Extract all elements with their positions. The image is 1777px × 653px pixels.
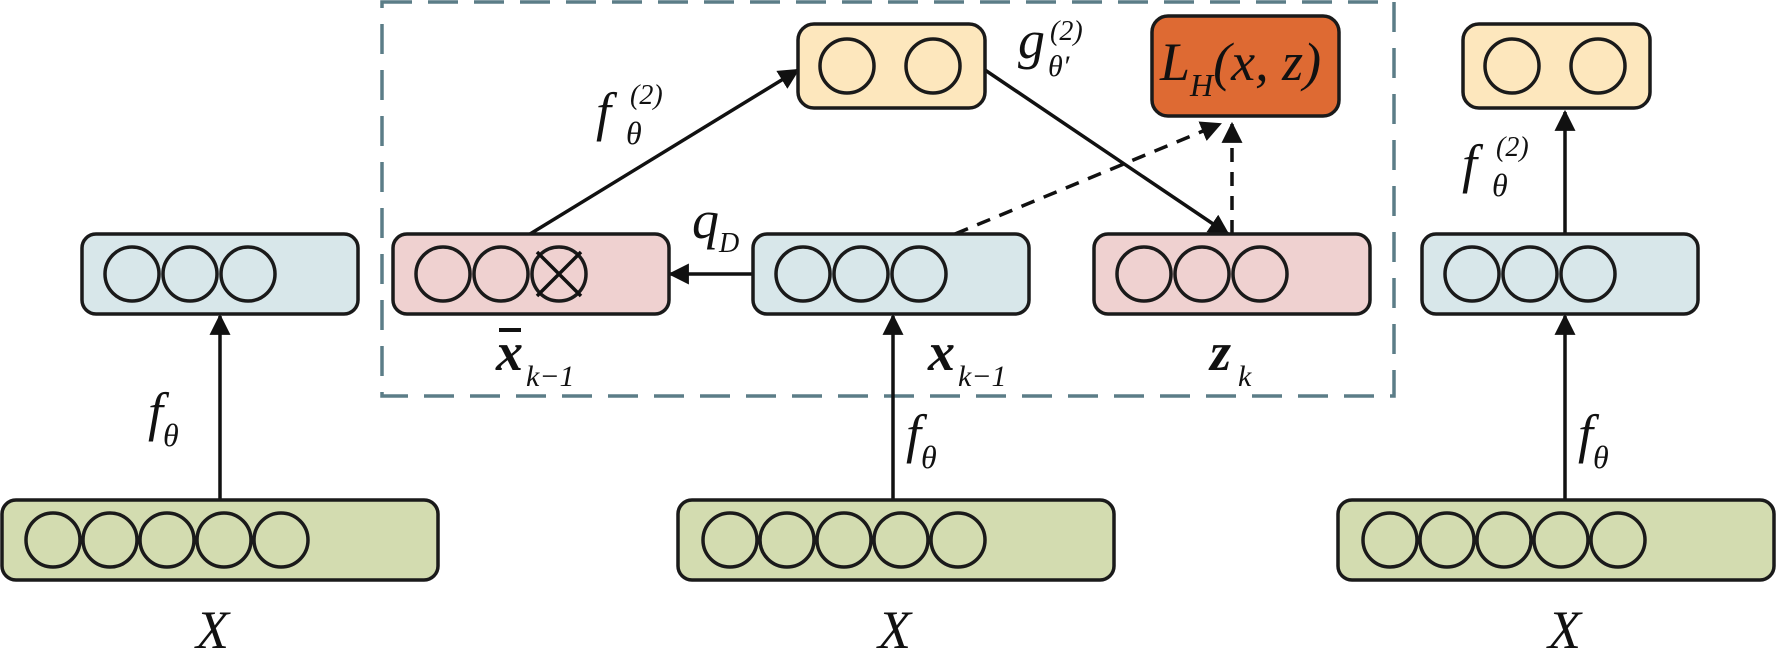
unit-node [252, 511, 310, 569]
code-layer [796, 22, 987, 110]
encoder-label-right: fθ [1578, 404, 1609, 475]
unit-node [701, 511, 759, 569]
left-input-layer [0, 498, 440, 582]
encoder-label-mid: fθ [906, 404, 937, 475]
svg-text:x: x [927, 322, 955, 382]
second-encoder-sup: (2) [630, 80, 663, 111]
decoder-sup: (2) [1050, 16, 1083, 47]
loss-label: LH(x, z) [1159, 32, 1321, 103]
unit-node [1569, 37, 1627, 95]
unit-node [103, 245, 161, 303]
edge-code-to-reconstruction [984, 68, 1230, 236]
left-hidden-layer [80, 232, 360, 316]
right-code-layer [1461, 22, 1652, 110]
reconstruction-label: z k [1208, 322, 1252, 393]
unit-node [904, 37, 962, 95]
unit-node [414, 245, 472, 303]
crossed-circle-icon [530, 245, 588, 303]
right-input-layer [1336, 498, 1776, 582]
unit-node [815, 511, 873, 569]
right-hidden-layer [1420, 232, 1700, 316]
unit-node [818, 37, 876, 95]
unit-node [890, 245, 948, 303]
unit-node [929, 511, 987, 569]
unit-node [1559, 245, 1617, 303]
unit-node [1361, 511, 1419, 569]
second-encoder-sub: θ [626, 115, 642, 151]
training-module-frame [380, 0, 1396, 398]
input-label: x k−1 [927, 322, 1007, 393]
unit-node [161, 245, 219, 303]
unit-node [1443, 245, 1501, 303]
middle-input-layer [676, 498, 1116, 582]
corrupted-input-layer [391, 232, 671, 316]
encoder-label-left: fθ [148, 382, 179, 453]
unit-node [472, 245, 530, 303]
unit-node [1173, 245, 1231, 303]
corrupted-input-label: x k−1 [495, 322, 575, 393]
corruption-label: qD [692, 190, 739, 259]
svg-text:k−1: k−1 [958, 360, 1007, 393]
reconstruction-layer [1092, 232, 1372, 316]
input-label-mid: X [876, 600, 913, 653]
unit-node [758, 511, 816, 569]
input-label-left: X [194, 600, 231, 653]
unit-node [219, 245, 277, 303]
second-encoder-label: f [596, 82, 618, 142]
unit-node [1418, 511, 1476, 569]
right-second-encoder-label: f [1462, 134, 1484, 194]
right-second-encoder-sup: (2) [1496, 132, 1529, 163]
svg-text:x: x [495, 322, 523, 382]
input-label-right: X [1546, 600, 1583, 653]
svg-text:k−1: k−1 [526, 360, 575, 393]
unit-node [1115, 245, 1173, 303]
unit-node [1231, 245, 1289, 303]
right-second-encoder-sub: θ [1492, 167, 1508, 203]
unit-node [1475, 511, 1533, 569]
unit-node [195, 511, 253, 569]
decoder-sub: θ′ [1048, 50, 1070, 83]
unit-node [1589, 511, 1647, 569]
unit-node [138, 511, 196, 569]
unit-node [872, 511, 930, 569]
unit-node [1532, 511, 1590, 569]
decoder-label: g [1018, 10, 1045, 70]
unit-node [81, 511, 139, 569]
svg-text:k: k [1238, 360, 1252, 393]
loss-box [1150, 14, 1341, 118]
unit-node [1483, 37, 1541, 95]
svg-text:z: z [1208, 322, 1231, 382]
unit-node [832, 245, 890, 303]
unit-node [1501, 245, 1559, 303]
edge-corrupted-to-code [529, 68, 800, 236]
unit-node [24, 511, 82, 569]
uncorrupted-input-layer [751, 232, 1031, 316]
unit-node [774, 245, 832, 303]
